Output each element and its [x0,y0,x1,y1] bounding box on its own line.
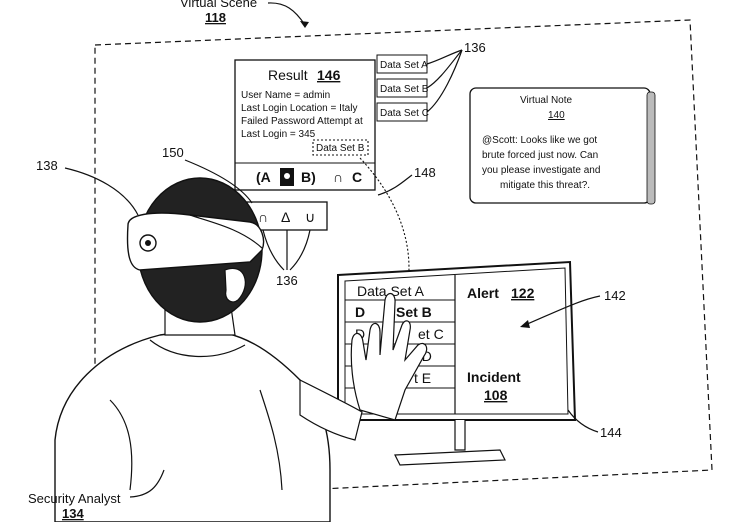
virtual-note-shadow [646,91,656,205]
ref-144: 144 [600,425,622,440]
result-ref: 146 [317,67,341,83]
virtual-note-line-4: mitigate this threat?. [500,180,590,191]
gesture-path [359,157,410,301]
virtual-note-ref: 140 [548,110,565,121]
hand-cursor-icon [284,173,290,179]
analyst-shirt-crease [109,399,133,491]
ref-148: 148 [414,165,436,180]
tab-data-set-c-label: Data Set C [380,108,429,119]
hmd-headset [126,212,265,271]
leader-148 [377,174,413,196]
analyst-collar [149,339,246,358]
leader-136-mid-c [289,229,311,271]
list-item-d-1[interactable]: D [355,304,365,320]
result-line-4: Last Login = 345 [241,129,316,140]
leader-144 [567,409,599,433]
leader-138 [64,167,139,216]
ref-142: 142 [604,288,626,303]
formula-part-c: C [352,169,362,185]
ref-136-top: 136 [464,40,486,55]
result-inner-box-label: Data Set B [316,143,365,154]
formula-part-b: B) [301,169,316,185]
analyst-arm [299,379,363,441]
virtual-note-line-3: you please investigate and [482,165,600,176]
arrowhead-142 [520,320,530,328]
leader-134 [129,469,165,498]
leader-136-top-b [426,49,463,89]
monitor-stand [454,420,466,451]
analyst-shirt-crease-2 [259,389,283,491]
virtual-scene-boundary [94,19,713,501]
result-inner-box [312,139,369,156]
result-panel [234,59,376,191]
list-item-set-e[interactable]: t E [414,370,431,386]
alert-label: Alert [467,285,499,301]
leader-136-mid-a [262,229,285,271]
virtual-note-line-1: @Scott: Looks like we got [482,135,597,146]
list-item-set-c[interactable]: et C [418,326,444,342]
monitor-base [394,449,506,466]
leader-136-top-c [426,49,463,113]
leader-142 [524,295,601,326]
operator-palette [246,201,328,231]
ref-150: 150 [162,145,184,160]
virtual-scene-ref: 118 [205,10,226,25]
virtual-scene-arrowhead [300,21,309,28]
formula-part-a: (A [256,169,271,185]
tab-data-set-a-label: Data Set A [380,60,428,71]
analyst-body [54,329,331,522]
list-item-set-b[interactable]: Set B [396,304,432,320]
operator-difference[interactable]: Δ [281,209,290,225]
operator-intersection[interactable]: ∩ [258,209,268,225]
leader-150 [184,159,253,204]
incident-label: Incident [467,369,521,385]
result-line-3: Failed Password Attempt at [241,116,363,127]
analyst-ref: 134 [62,506,84,521]
result-title: Result [268,67,308,83]
virtual-scene-label: Virtual Scene [180,0,257,10]
virtual-note-line-2: brute forced just now. Can [482,150,598,161]
analyst-ear [224,267,246,303]
alert-ref: 122 [511,285,535,301]
hmd-camera-lens [145,240,151,246]
formula-part-op: ∩ [333,169,343,185]
result-line-1: User Name = admin [241,90,330,101]
tab-data-set-b-label: Data Set B [380,84,429,95]
ref-136-mid: 136 [276,273,298,288]
operator-union[interactable]: ∪ [305,209,315,225]
list-item-data-set-a[interactable]: Data Set A [357,283,425,299]
virtual-note-title: Virtual Note [520,95,573,106]
leader-136-top-a [426,49,463,65]
result-line-2: Last Login Location = Italy [241,103,357,114]
analyst-label: Security Analyst [28,491,121,506]
ref-138: 138 [36,158,58,173]
hand-gesture [350,293,428,421]
hmd-band [189,214,263,249]
virtual-scene-leader [267,2,306,26]
incident-ref: 108 [484,387,508,403]
